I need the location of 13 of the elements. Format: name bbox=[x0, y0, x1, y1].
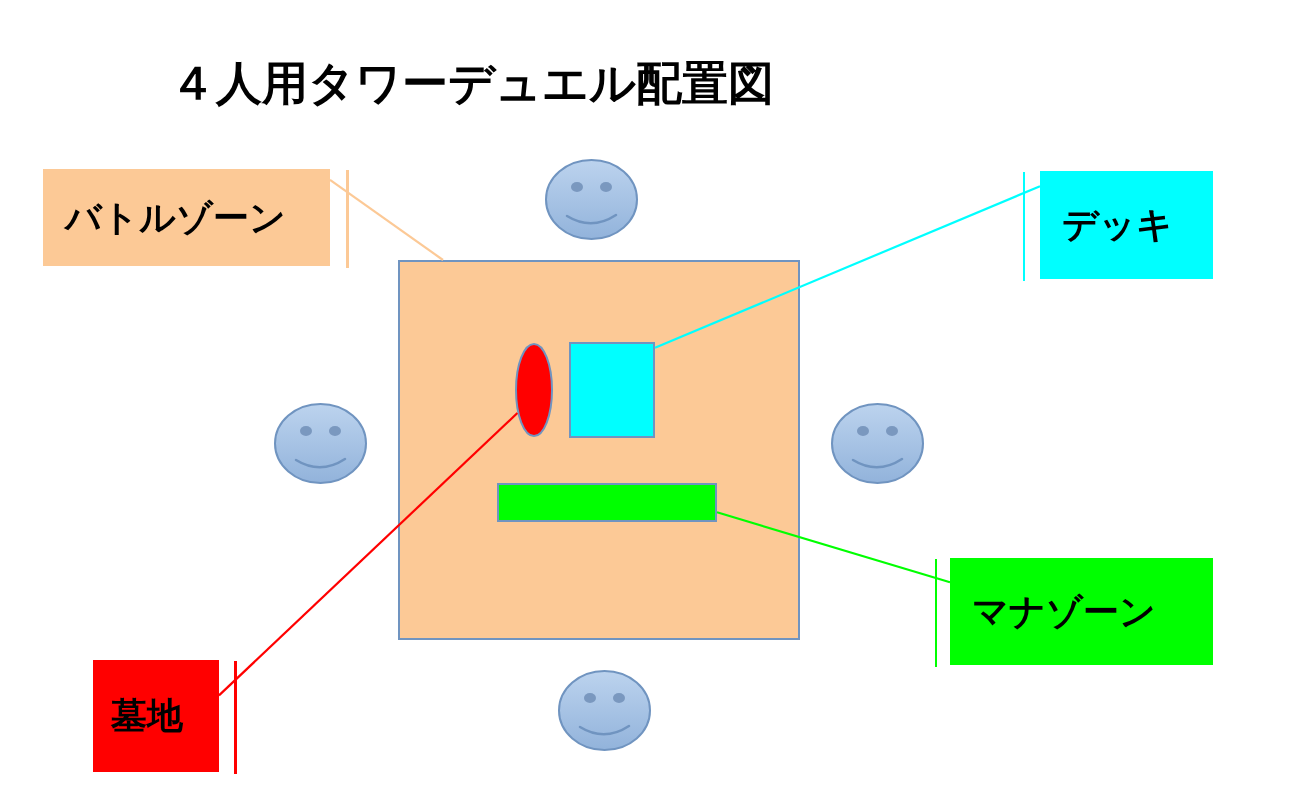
oval-shape bbox=[515, 343, 553, 437]
callout-box: デッキ bbox=[1040, 171, 1213, 279]
callout-box: バトルゾーン bbox=[43, 169, 330, 266]
title: ４人用タワーデュエル配置図 bbox=[170, 58, 774, 109]
leader-line bbox=[218, 412, 519, 697]
callout-box: マナゾーン bbox=[950, 558, 1213, 665]
leader-line bbox=[329, 178, 444, 261]
leader-line bbox=[716, 511, 951, 584]
square-shape bbox=[569, 342, 655, 438]
leader-line bbox=[654, 185, 1041, 349]
bar-shape bbox=[497, 483, 717, 522]
callout-box: 墓地 bbox=[93, 660, 219, 772]
play-area bbox=[398, 260, 800, 640]
